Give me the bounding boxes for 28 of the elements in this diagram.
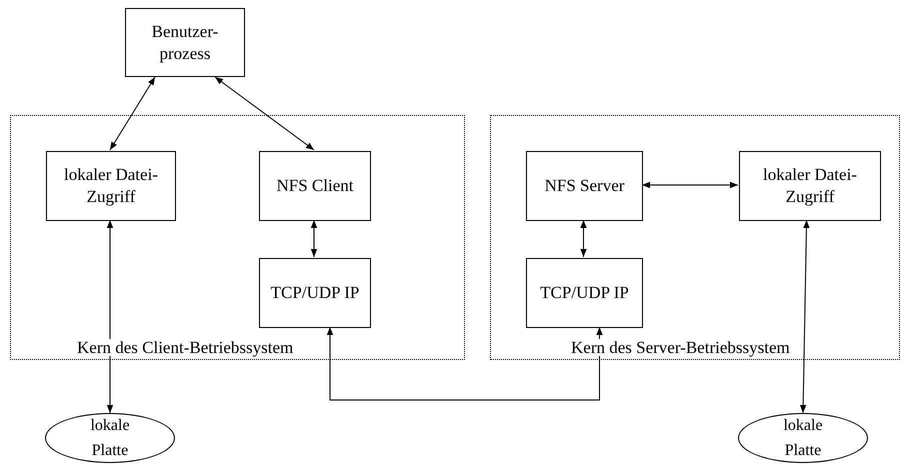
arrow (580, 220, 587, 258)
node-label: lokaler Datei-Zugriff (63, 164, 159, 208)
node-label: TCP/UDP IP (270, 282, 360, 304)
node-label: lokaler Datei-Zugriff (762, 164, 858, 208)
process-box (259, 258, 371, 328)
kernel-region (10, 115, 465, 360)
node-label: Benutzer-prozess (150, 20, 220, 64)
arrow (110, 76, 156, 150)
process-box (739, 151, 881, 221)
node-label: lokale Platte (782, 416, 824, 461)
arrow (106, 220, 114, 414)
process-box (125, 8, 245, 77)
process-box (526, 151, 643, 221)
process-box (46, 151, 176, 221)
arrow (800, 220, 810, 414)
region-label: Kern des Server-Betriebssystem (569, 339, 792, 356)
node-label: TCP/UDP IP (540, 282, 629, 304)
node-label: NFS Server (544, 175, 624, 197)
arrow (214, 76, 314, 150)
kernel-region (490, 115, 900, 360)
arrow (642, 182, 738, 188)
arrow (310, 220, 318, 258)
process-box (526, 258, 643, 328)
process-box (259, 151, 371, 221)
node-label: NFS Client (276, 175, 354, 197)
arrow (326, 326, 603, 400)
node-label: lokale Platte (89, 416, 131, 461)
region-label: Kern des Client-Betriebssystem (75, 339, 296, 356)
